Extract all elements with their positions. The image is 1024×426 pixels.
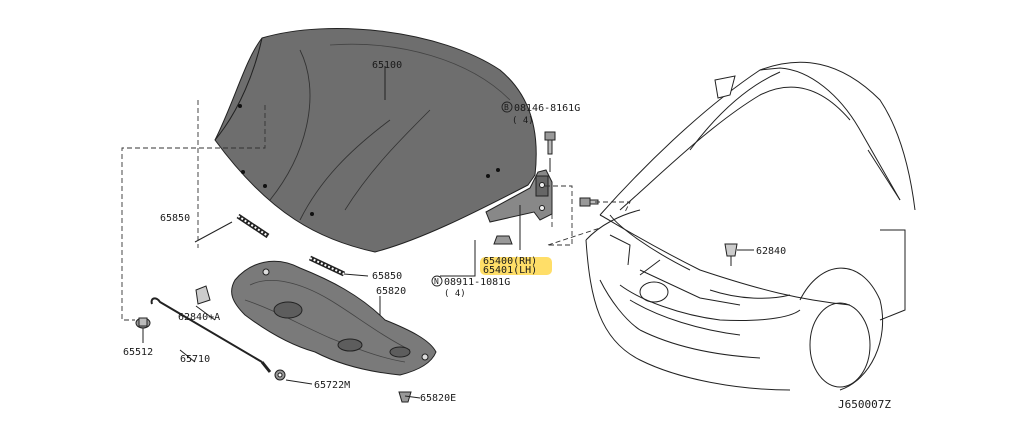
hood-seal-right <box>308 255 346 277</box>
label-diagram-code: J650007Z <box>838 398 891 411</box>
hood-panel <box>214 28 537 253</box>
hood-insulator <box>231 260 437 376</box>
hood-support-rod <box>150 297 272 373</box>
label-hinge-rh: 65400(RH) <box>483 256 537 267</box>
label-seal-left: 65850 <box>160 213 190 224</box>
label-hood: 65100 <box>372 60 402 71</box>
label-insulator-clip: 65820E <box>420 393 456 404</box>
label-nut-code: 08911-1081G <box>444 277 510 288</box>
clip-a <box>195 285 211 305</box>
label-rod-holder: 65512 <box>123 347 153 358</box>
hood-hinge <box>485 169 553 223</box>
label-seal-right: 65850 <box>372 271 402 282</box>
label-grommet: 65722M <box>314 380 350 391</box>
label-bumper-clip: 62840 <box>756 246 786 257</box>
svg-text:B: B <box>504 103 509 112</box>
nut <box>493 235 513 245</box>
vehicle-front <box>585 61 916 391</box>
label-clip-a: 62840+A <box>178 312 220 323</box>
label-bolt-qty: ( 4) <box>512 116 534 126</box>
label-bolt-group: B 08146-8161G ( 4) <box>501 101 580 126</box>
insulator-clip <box>398 391 412 403</box>
label-insulator: 65820 <box>376 286 406 297</box>
label-nut-group: N 08911-1081G ( 4) <box>431 275 510 299</box>
label-hinge-lh: 65401(LH) <box>483 265 537 276</box>
bolt-top <box>544 131 556 155</box>
svg-text:N: N <box>434 277 439 286</box>
hood-seal-left <box>236 213 270 239</box>
rod-holder <box>135 317 151 329</box>
label-bolt-code: 08146-8161G <box>514 103 580 114</box>
rod-grommet <box>274 369 286 381</box>
bumper-clip <box>724 243 738 266</box>
highlight-marker <box>480 257 552 275</box>
label-support-rod: 65710 <box>180 354 210 365</box>
leader-lines <box>121 66 754 399</box>
label-nut-qty: ( 4) <box>444 289 466 299</box>
